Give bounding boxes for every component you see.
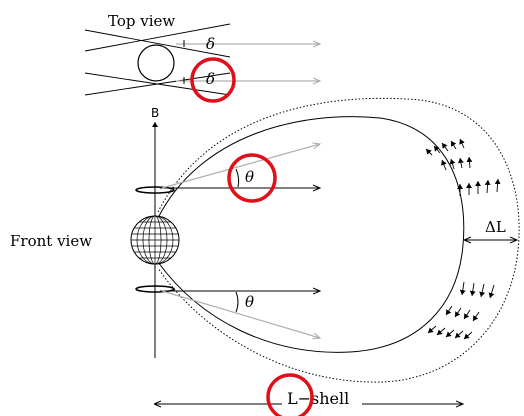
delta-label-lower: δ [206, 70, 215, 88]
theta-label-lower: θ [245, 293, 254, 311]
l-shell-label: L−shell [287, 389, 349, 408]
theta-angle-arc-lower [235, 291, 239, 313]
b-axis-label: B [151, 106, 159, 120]
theta-angle-arc-upper [235, 168, 240, 188]
inner-field-line [157, 116, 465, 353]
upper-gray-arrow [161, 144, 320, 189]
top-view-cone-line [84, 23, 231, 52]
theta-label-upper: θ [245, 168, 254, 186]
highlight-circle-icon [227, 153, 277, 203]
top-view-cone-line [84, 29, 231, 58]
front-view-label: Front view [10, 232, 92, 250]
delta-label-upper: δ [206, 35, 215, 53]
earth-globe-icon [130, 215, 180, 265]
top-view-panel: Top view δ δ [84, 12, 320, 103]
highlight-circle-icon [266, 373, 314, 416]
delta-l-label: ΔL [485, 218, 506, 236]
highlight-circle-icon [190, 57, 236, 103]
pole-ring-lower [135, 285, 175, 293]
particle-arrows-upper [425, 138, 501, 196]
lower-gray-arrow [161, 290, 320, 338]
earth-top-circle [137, 44, 175, 82]
particle-arrows-lower [427, 281, 495, 340]
pole-ring-upper [135, 186, 175, 194]
outer-field-line [157, 97, 520, 383]
top-view-label: Top view [108, 12, 175, 30]
front-view-panel: Front view B [10, 97, 520, 416]
l-shell-label-bg [282, 392, 362, 414]
top-view-cone-line [84, 72, 231, 96]
